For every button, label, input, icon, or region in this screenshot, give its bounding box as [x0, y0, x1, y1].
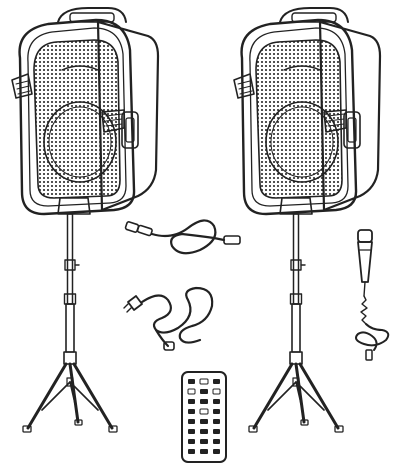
speaker-left [10, 6, 160, 216]
link-cable [124, 219, 241, 255]
remote-control [181, 371, 227, 463]
microphone [355, 229, 390, 361]
stand-left [21, 212, 119, 434]
speaker-right [232, 6, 382, 216]
stand-right [247, 212, 345, 434]
power-cord [123, 286, 214, 351]
